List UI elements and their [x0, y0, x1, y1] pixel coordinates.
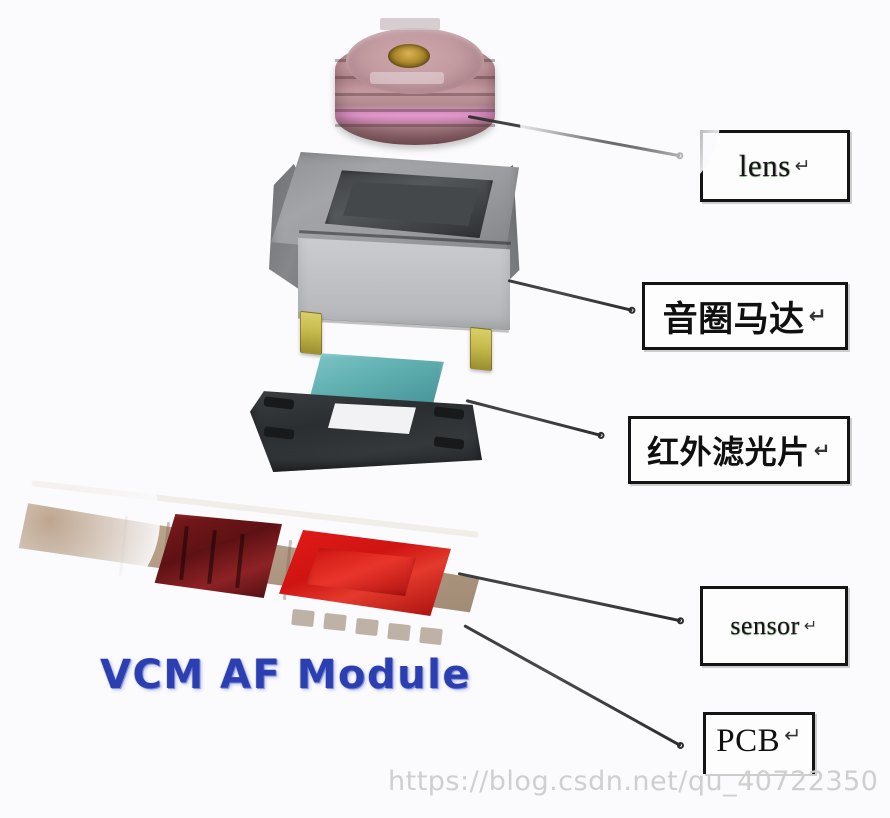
callout-vcm-return-mark: ↵	[808, 303, 828, 329]
part-pcb-assembly	[14, 480, 484, 646]
callout-ir-filter[interactable]: 红外滤光片↵	[628, 416, 850, 484]
callout-vcm-label: 音圈马达	[662, 299, 805, 340]
vcm-contact-pin-left	[300, 310, 322, 356]
callout-ir-filter-return-mark: ↵	[813, 438, 831, 462]
part-ir-filter-assembly	[250, 352, 485, 474]
callout-vcm[interactable]: 音圈马达↵	[642, 282, 848, 350]
callout-lens-label: lens	[738, 148, 791, 183]
lens-side-notch	[370, 72, 444, 84]
callout-pcb-return-mark: ↵	[784, 725, 802, 747]
lens-alignment-tab	[380, 18, 440, 30]
callout-ir-filter-label: 红外滤光片	[647, 433, 810, 471]
watermark: https://blog.csdn.net/qu_40722350	[388, 766, 879, 797]
page-title: VCM AF Module	[100, 652, 471, 698]
vcm-front-face	[298, 237, 510, 330]
leader-line-ir-filter	[465, 399, 602, 438]
leader-line-pcb	[463, 624, 682, 748]
ir-filter-aperture-window	[328, 403, 416, 434]
part-lens	[330, 18, 505, 167]
pcb-connector	[154, 514, 282, 598]
callout-sensor-return-mark: ↵	[803, 618, 818, 635]
callout-lens[interactable]: lens↵	[700, 130, 850, 202]
callout-sensor[interactable]: sensor↵	[700, 586, 848, 666]
lens-aperture	[388, 44, 430, 68]
leader-line-sensor	[457, 572, 682, 623]
callout-lens-return-mark: ↵	[794, 156, 812, 177]
background-haze	[520, 30, 720, 210]
part-voice-coil-motor	[265, 152, 527, 372]
callout-pcb-label: PCB	[716, 723, 781, 759]
callout-sensor-label: sensor	[730, 611, 800, 640]
callout-pcb[interactable]: PCB↵	[703, 712, 815, 774]
